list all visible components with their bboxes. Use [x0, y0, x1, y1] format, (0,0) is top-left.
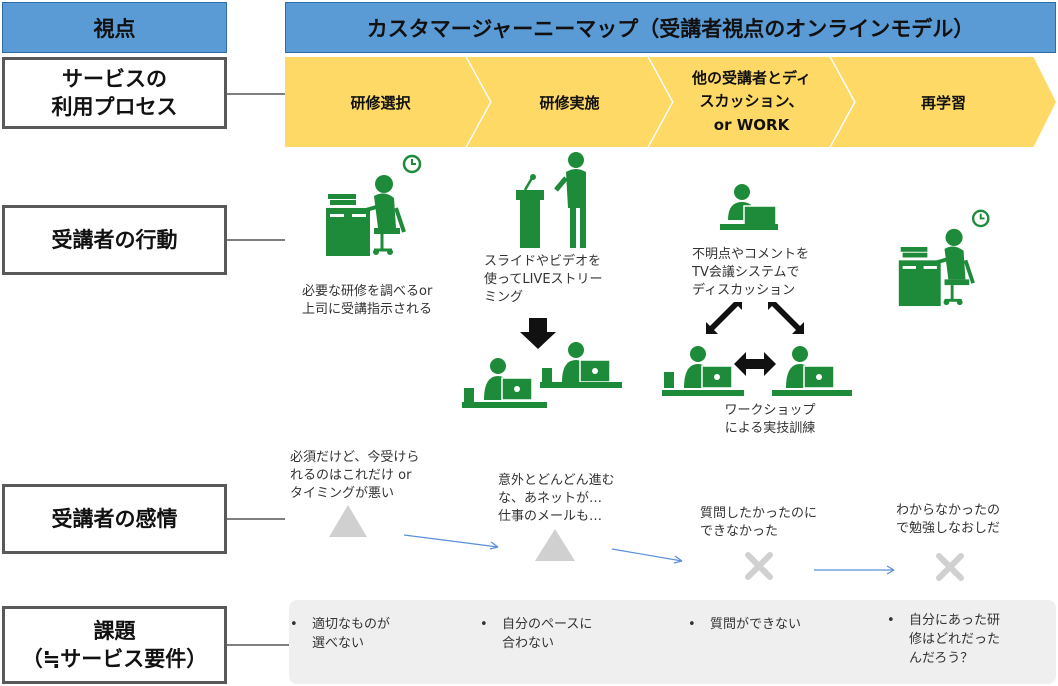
clock-icon — [971, 209, 990, 228]
emotion-text-line: で勉強しなおしだ — [896, 521, 1001, 537]
stage-label-3-line3: or WORK — [713, 115, 790, 134]
emotion-flow-arrow-icon — [403, 534, 499, 550]
issue-text-line: 自分にあった研 — [909, 613, 1001, 628]
stage-label-3-line2: スカッション、 — [699, 92, 804, 111]
behavior-text-stage3-line: による実技訓練 — [724, 421, 816, 437]
issue-text-line: 修はどれだった — [909, 631, 1001, 647]
clock-icon — [402, 154, 422, 174]
behavior-text-stage3-line: ワークショップ — [724, 403, 816, 418]
emotion-flow-arrow-icon — [611, 548, 683, 564]
row-label-issues-line2: （≒サービス要件） — [21, 647, 208, 671]
emotion-text-stage3: 質問したかったのに できなかった — [700, 505, 850, 541]
emotion-text-line: 意外とどんどん進む — [498, 473, 615, 488]
person-at-desk-icon — [326, 154, 422, 256]
emotion-text-line: できなかった — [700, 524, 779, 540]
laptop-learner-icon — [540, 342, 622, 388]
perspective-header-label: 視点 — [93, 16, 136, 41]
row-label-issues: 課題 （≒サービス要件） — [2, 606, 227, 684]
connector-emotion — [227, 518, 285, 520]
behavior-text-stage3-bottom: ワークショップ による実技訓練 — [705, 402, 835, 438]
emotion-text-line: 仕事のメールも… — [498, 509, 603, 525]
emotion-text-line: わからなかったの — [896, 503, 1001, 518]
stage-chevron-1: 研修選択 — [285, 57, 490, 147]
issue-text-line: 選べない — [312, 635, 365, 651]
issue-text-line: 合わない — [502, 635, 555, 651]
emotion-text-line: 必須だけど、今受けら — [290, 450, 420, 465]
behavior-text-stage1-line: 必要な研修を調べるor — [302, 284, 433, 299]
behavior-text-stage3-line: 不明点やコメントを — [692, 247, 810, 262]
behavior-text-stage3-line: TV会議システムで — [692, 265, 800, 281]
perspective-header: 視点 — [2, 2, 227, 53]
issue-item-stage1: • 適切なものが 選べない — [290, 616, 460, 654]
issue-text-line: 適切なものが — [312, 617, 391, 632]
presenter-at-podium-icon — [516, 152, 586, 248]
stage-chevron-2: 研修実施 — [467, 57, 672, 147]
issues-panel — [289, 600, 1056, 684]
stage-label-4: 再学習 — [920, 93, 966, 112]
person-at-desk-icon — [898, 209, 990, 307]
emotion-text-line: タイミングが悪い — [290, 486, 395, 502]
row-label-issues-line1: 課題 — [93, 618, 136, 643]
emotion-text-line: れるのはこれだけ or — [290, 468, 412, 484]
video-conference-icon — [720, 184, 778, 230]
behavior-text-stage2-line: 使ってLIVEストリー — [484, 272, 603, 288]
row-label-process: サービスの 利用プロセス — [2, 57, 227, 129]
row-label-behavior: 受講者の行動 — [2, 205, 227, 275]
stage-chevron-4: 再学習 — [831, 57, 1056, 147]
behavior-text-stage2: スライドやビデオを 使ってLIVEストリー ミング — [484, 253, 644, 308]
row-label-process-line2: 利用プロセス — [51, 95, 178, 119]
connector-issues — [227, 644, 289, 646]
issue-text-line: 質問ができない — [710, 617, 802, 632]
bullet-dot: • — [290, 617, 298, 632]
neutral-triangle-icon — [535, 529, 575, 561]
row-label-emotion-text: 受講者の感情 — [51, 506, 178, 531]
stage-label-2: 研修実施 — [539, 93, 600, 112]
bullet-dot: • — [688, 617, 696, 632]
issue-item-stage3: • 質問ができない — [688, 616, 858, 635]
stage-chevron-3: 他の受講者とディ スカッション、 or WORK — [649, 57, 854, 147]
issue-item-stage2: • 自分のペースに 合わない — [480, 616, 650, 654]
stage-label-3-line1: 他の受講者とディ — [692, 69, 811, 88]
behavior-text-stage3-line: ディスカッション — [692, 283, 796, 299]
behavior-text-stage2-line: ミング — [484, 290, 524, 306]
issue-item-stage4: • 自分にあった研 修はどれだった んだろう？ — [887, 612, 1037, 669]
behavior-text-stage1: 必要な研修を調べるor 上司に受講指示される — [302, 283, 477, 319]
discussion-arrow-left-icon — [706, 302, 742, 334]
workshop-learner-icon — [662, 346, 744, 396]
negative-cross-icon — [936, 553, 964, 581]
row-label-behavior-text: 受講者の行動 — [51, 227, 178, 252]
connector-behavior — [227, 239, 285, 241]
discussion-arrow-right-icon — [768, 302, 804, 334]
bullet-dot: • — [480, 617, 488, 632]
journey-map-title-text: カスタマージャーニーマップ（受講者視点のオンラインモデル） — [366, 16, 975, 41]
issue-text-line: んだろう？ — [909, 650, 974, 666]
emotion-text-stage1: 必須だけど、今受けら れるのはこれだけ or タイミングが悪い — [290, 449, 450, 504]
behavior-text-stage3-top: 不明点やコメントを TV会議システムで ディスカッション — [692, 246, 852, 301]
stage-label-1: 研修選択 — [350, 93, 411, 112]
emotion-text-line: 質問したかったのに — [700, 506, 818, 521]
emotion-text-line: な、あネットが… — [498, 491, 603, 507]
emotion-text-stage4: わからなかったの で勉強しなおしだ — [896, 502, 1036, 538]
row-label-emotion: 受講者の感情 — [2, 484, 227, 554]
row-label-process-line1: サービスの — [62, 66, 167, 91]
laptop-learner-icon — [462, 358, 547, 408]
emotion-text-stage2: 意外とどんどん進む な、あネットが… 仕事のメールも… — [498, 472, 648, 527]
journey-map-title: カスタマージャーニーマップ（受講者視点のオンラインモデル） — [285, 2, 1056, 53]
double-arrow-icon — [734, 352, 776, 376]
connector-process — [227, 93, 285, 95]
emotion-flow-arrow-icon — [814, 565, 895, 575]
neutral-triangle-icon — [329, 505, 367, 537]
negative-cross-icon — [745, 552, 773, 580]
workshop-learner-icon — [772, 346, 852, 396]
down-arrow-icon — [520, 318, 556, 349]
bullet-dot: • — [887, 613, 895, 628]
behavior-text-stage2-line: スライドやビデオを — [484, 254, 602, 269]
behavior-text-stage1-line: 上司に受講指示される — [302, 302, 433, 318]
issue-text-line: 自分のペースに — [502, 617, 593, 632]
